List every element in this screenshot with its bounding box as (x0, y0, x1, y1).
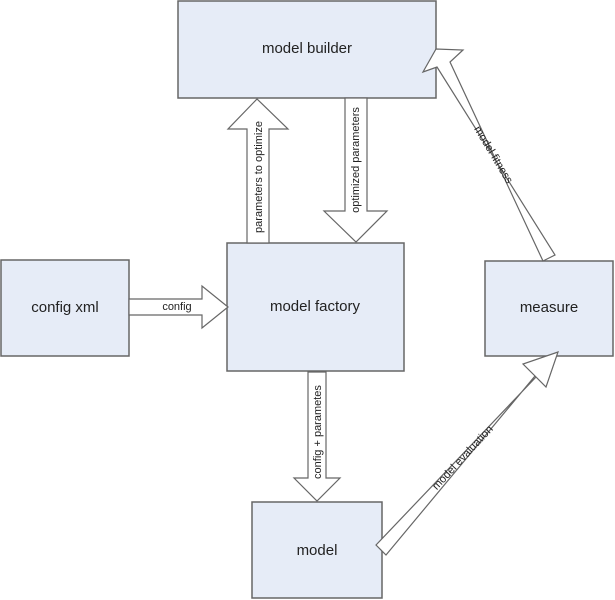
node-measure-label: measure (520, 299, 578, 316)
edge-config-arrow-shape (128, 284, 229, 330)
node-model-builder-shape (177, 0, 437, 99)
node-config-xml-shape (0, 259, 130, 357)
edge-config[interactable]: config (128, 284, 229, 330)
edge-parameters-to-optimize-label: parameters to optimize (253, 121, 265, 233)
edge-optimized-parameters-arrow-shape (322, 97, 389, 243)
node-measure[interactable]: measure (484, 260, 614, 357)
node-model[interactable]: model (251, 501, 383, 599)
node-model-builder[interactable]: model builder (177, 0, 437, 99)
edge-model-fitness-label: model fitness (471, 124, 515, 186)
edge-model-evaluation-label: model evaluation (430, 423, 495, 492)
edge-parameters-to-optimize-arrow-shape (226, 98, 290, 244)
node-model-shape (251, 501, 383, 599)
node-config-xml-label: config xml (31, 299, 99, 316)
edge-model-fitness[interactable]: model fitness (421, 48, 556, 262)
edge-optimized-parameters-label: optimized parameters (350, 107, 362, 213)
edge-config-parameters-label: config + parametes (312, 385, 324, 479)
edge-model-evaluation[interactable]: model evaluation (375, 351, 559, 556)
node-model-factory-shape (226, 242, 405, 372)
edge-config-label: config (162, 301, 191, 313)
node-model-factory-label: model factory (270, 298, 361, 315)
node-measure-shape (484, 260, 614, 357)
edge-config-parameters-arrow-shape (292, 371, 342, 502)
node-config-xml[interactable]: config xml (0, 259, 130, 357)
node-model-label: model (297, 542, 338, 559)
edge-parameters-to-optimize[interactable]: parameters to optimize (226, 98, 290, 244)
edge-optimized-parameters[interactable]: optimized parameters (322, 97, 389, 243)
node-model-builder-label: model builder (262, 40, 352, 57)
edge-config-parameters[interactable]: config + parametes (292, 371, 342, 502)
edge-model-evaluation-arrow-shape (375, 351, 559, 556)
edge-model-fitness-arrow-shape (421, 48, 556, 262)
node-model-factory[interactable]: model factory (226, 242, 405, 372)
